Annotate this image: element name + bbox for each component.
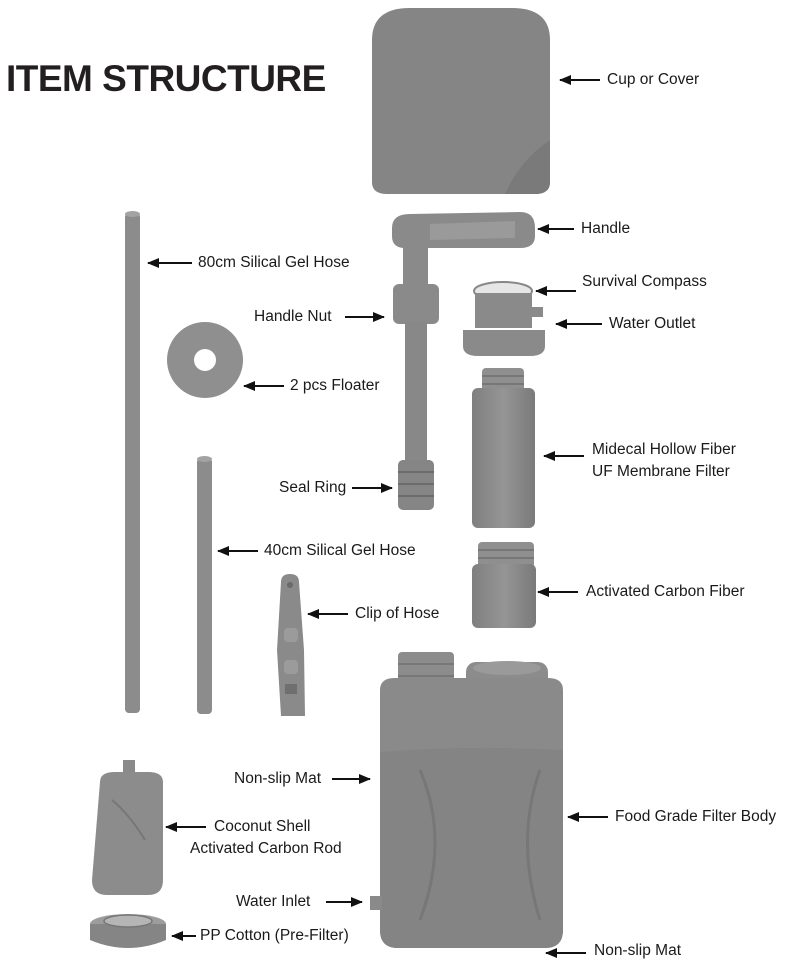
label-pp-cotton: PP Cotton (Pre-Filter) bbox=[200, 927, 349, 944]
label-handle: Handle bbox=[581, 220, 631, 237]
diagram-title: ITEM STRUCTURE bbox=[6, 58, 326, 99]
label-uf-filter-line2: UF Membrane Filter bbox=[592, 463, 730, 480]
handle-part bbox=[392, 212, 535, 248]
label-water-outlet: Water Outlet bbox=[609, 315, 696, 332]
filter-body-part bbox=[370, 652, 563, 948]
label-non-slip-mat-bottom: Non-slip Mat bbox=[594, 942, 681, 959]
hose-80cm-part bbox=[125, 211, 140, 713]
uf-filter-part bbox=[472, 368, 535, 528]
label-food-grade-filter-body: Food Grade Filter Body bbox=[615, 808, 777, 825]
label-clip-of-hose: Clip of Hose bbox=[355, 605, 440, 622]
carbon-fiber-part bbox=[472, 542, 536, 628]
label-non-slip-mat-side: Non-slip Mat bbox=[234, 770, 321, 787]
cup-cover-part bbox=[372, 8, 550, 194]
label-coconut-line2: Activated Carbon Rod bbox=[190, 840, 342, 857]
floater-part bbox=[167, 322, 243, 398]
label-survival-compass: Survival Compass bbox=[582, 273, 707, 290]
coconut-rod-part bbox=[92, 760, 163, 895]
hose-40cm-part bbox=[197, 456, 212, 714]
callout-arrows bbox=[147, 75, 608, 958]
label-hose-40cm: 40cm Silical Gel Hose bbox=[264, 542, 416, 559]
label-floater: 2 pcs Floater bbox=[290, 377, 380, 394]
label-cup-or-cover: Cup or Cover bbox=[607, 71, 700, 88]
label-handle-nut: Handle Nut bbox=[254, 308, 332, 325]
label-water-inlet: Water Inlet bbox=[236, 893, 311, 910]
pump-rod-part bbox=[393, 248, 439, 510]
outlet-cap-part bbox=[463, 281, 545, 356]
pp-cotton-part bbox=[90, 914, 166, 948]
label-hose-80cm: 80cm Silical Gel Hose bbox=[198, 254, 350, 271]
hose-clip-part bbox=[277, 574, 305, 716]
label-coconut-line1: Coconut Shell bbox=[214, 818, 311, 835]
label-activated-carbon-fiber: Activated Carbon Fiber bbox=[586, 583, 745, 600]
label-uf-filter-line1: Midecal Hollow Fiber bbox=[592, 441, 736, 458]
label-seal-ring: Seal Ring bbox=[279, 479, 347, 496]
